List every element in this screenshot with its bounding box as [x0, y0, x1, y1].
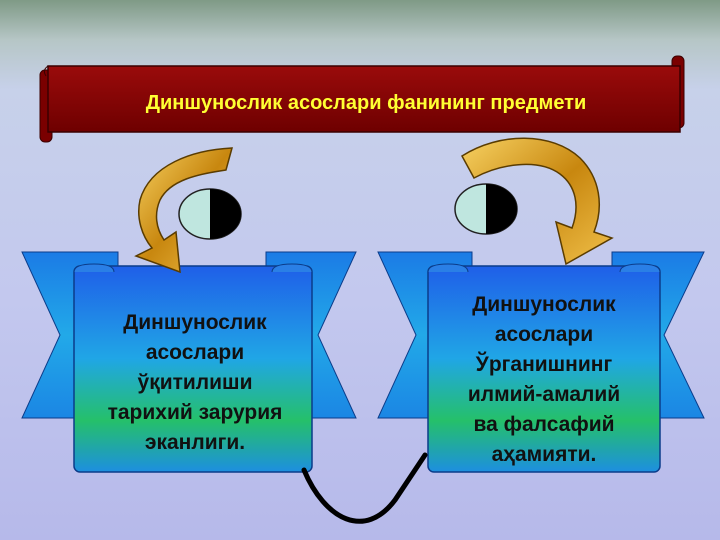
left-scroll-text: Диншунослик асослари ўқитилиши тарихий з…: [80, 308, 310, 458]
right-text-line: Диншунослик: [472, 293, 616, 316]
title-banner: [39, 55, 685, 143]
right-text-line: Ўрганишнинг: [475, 353, 613, 376]
left-eye-icon: [178, 188, 242, 240]
right-scroll: [377, 251, 705, 473]
left-text-line: асослари: [145, 341, 245, 364]
right-scroll-text: Диншунослик асослари Ўрганишнинг илмий-а…: [432, 290, 656, 470]
left-scroll: [21, 251, 357, 473]
left-text-line: эканлиги.: [144, 431, 246, 454]
right-text-line: аҳамияти.: [491, 443, 597, 466]
page-title: Диншунослик асослари фанининг предмети: [145, 92, 587, 114]
right-text-line: ва фалсафий: [473, 413, 615, 436]
right-curved-arrow-icon: [461, 137, 614, 266]
right-text-line: асослари: [494, 323, 594, 346]
left-text-line: тарихий зарурия: [107, 401, 283, 424]
connector-curve: [301, 452, 428, 524]
right-eye-icon: [454, 183, 518, 235]
left-text-line: ўқитилиши: [137, 371, 253, 394]
left-text-line: Диншунослик: [123, 311, 267, 334]
right-text-line: илмий-амалий: [467, 383, 621, 406]
left-curved-arrow-icon: [134, 147, 233, 274]
